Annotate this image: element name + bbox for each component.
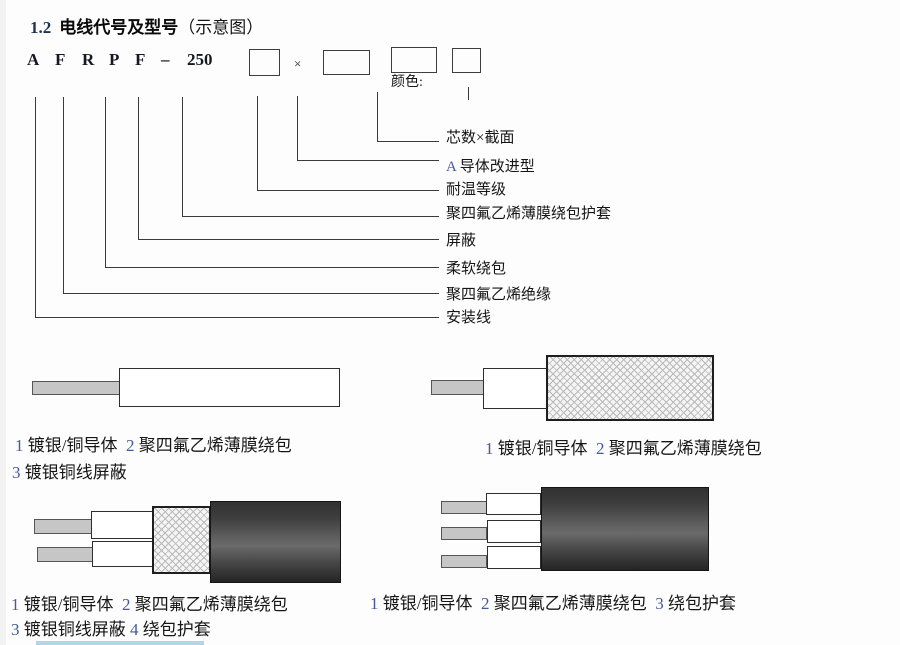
code-letter-f2: F [135, 50, 146, 69]
drop-line-temp-grade [257, 96, 258, 190]
color-label: 颜色: [391, 75, 423, 90]
fig3-conductor-2 [37, 547, 96, 562]
code-temp-rating: 250 [187, 50, 213, 69]
fig3-sheath-layer [210, 501, 341, 583]
code-label-install-wire: 安装线 [446, 310, 492, 326]
code-box-color [391, 47, 437, 73]
section-title-paren: （示意图） [178, 18, 264, 37]
fig4-insulated-wire-1 [486, 493, 541, 515]
code-letter-p: P [109, 50, 120, 69]
code-label-shield: 屏蔽 [446, 233, 477, 249]
fig4-caption-line1: 1 镀银/铜导体 2 聚四氟乙烯薄膜绕包 3 绕包护套 [370, 594, 736, 613]
elbow-line-shield [138, 239, 439, 240]
elbow-line-wrap-sheath [182, 216, 439, 217]
elbow-line-temp-grade [257, 190, 439, 191]
section-title: 1.2 电线代号及型号（示意图） [30, 13, 263, 38]
bottom-highlight-artifact [36, 641, 204, 645]
fig2-conductor [431, 380, 485, 395]
code-letter-r: R [82, 50, 95, 69]
code-label-core-section: 芯数×截面 [446, 130, 515, 146]
fig3-conductor-1 [34, 519, 94, 534]
elbow-line-conductor-type [297, 160, 439, 161]
section-title-text: 电线代号及型号 [59, 18, 179, 37]
code-box-extra-tick-line [468, 87, 469, 100]
multiply-sign: × [294, 56, 302, 71]
fig3-shield-wrap-layer [152, 506, 211, 574]
fig3-insulated-wire-1 [91, 511, 154, 539]
code-label-soft-wrap: 柔软绕包 [446, 261, 507, 277]
drop-line-wrap-sheath [182, 97, 183, 216]
drop-line-install-wire [35, 97, 36, 317]
fig2-wrap-layer [546, 355, 714, 421]
code-label-wrap-sheath: 聚四氟乙烯薄膜绕包护套 [446, 206, 612, 222]
drop-line-soft-wrap [105, 97, 106, 267]
code-label-conductor-type: A 导体改进型 [446, 159, 535, 175]
elbow-line-insulation [63, 293, 439, 294]
fig3-caption-line2: 3 镀银铜线屏蔽 4 绕包护套 [11, 620, 211, 639]
code-box-cross-section [323, 50, 370, 75]
code-label-temp-grade: 耐温等级 [446, 182, 507, 198]
elbow-line-core-section [377, 141, 439, 142]
code-box-core-count [249, 49, 280, 76]
fig1-wrap-layer [119, 368, 340, 407]
section-number: 1.2 [30, 18, 52, 37]
fig1-caption-line2: 3 镀银铜线屏蔽 [12, 463, 127, 482]
drop-line-shield [138, 97, 139, 239]
elbow-line-install-wire [35, 317, 439, 318]
page-edge-strip [0, 0, 6, 645]
fig1-conductor [32, 381, 121, 395]
fig4-conductor-2 [441, 527, 487, 540]
code-letter-f1: F [55, 50, 66, 69]
fig4-conductor-3 [441, 555, 487, 568]
fig4-insulated-wire-2 [487, 520, 541, 543]
code-box-extra [452, 48, 481, 73]
fig2-caption-line1: 1 镀银/铜导体 2 聚四氟乙烯薄膜绕包 [485, 439, 762, 458]
fig4-conductor-1 [441, 501, 487, 514]
fig4-sheath-layer [541, 487, 709, 571]
fig3-caption-line1: 1 镀银/铜导体 2 聚四氟乙烯薄膜绕包 [11, 595, 288, 614]
elbow-line-soft-wrap [105, 267, 439, 268]
drop-line-core-section [377, 92, 378, 141]
code-label-insulation: 聚四氟乙烯绝缘 [446, 287, 552, 303]
fig2-insulation-layer [483, 368, 548, 409]
code-letter-a: A [27, 50, 40, 69]
drop-line-insulation [63, 97, 64, 293]
fig3-insulated-wire-2 [92, 541, 154, 567]
drop-line-conductor-type [297, 96, 298, 160]
code-dash: – [161, 50, 170, 69]
fig4-insulated-wire-3 [487, 546, 541, 569]
fig1-caption-line1: 1 镀银/铜导体 2 聚四氟乙烯薄膜绕包 [15, 436, 292, 455]
